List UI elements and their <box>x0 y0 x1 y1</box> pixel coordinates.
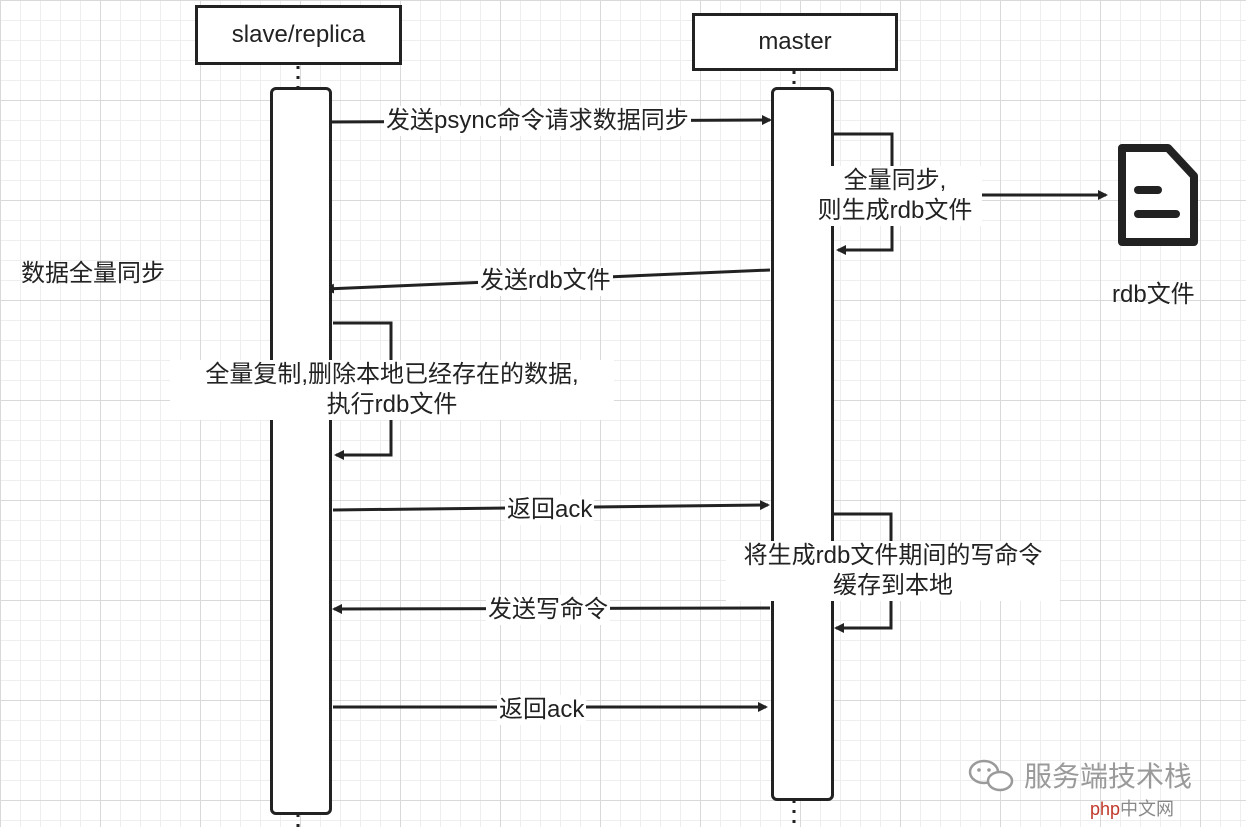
file-document-icon <box>1118 144 1198 246</box>
actor-master: master <box>692 13 898 71</box>
watermark-overlay-red: php <box>1090 799 1121 819</box>
actor-slave-replica: slave/replica <box>195 5 402 65</box>
label-full-copy-line2: 执行rdb文件 <box>326 391 458 418</box>
label-send-rdb: 发送rdb文件 <box>478 266 613 296</box>
label-cache-writes-line2: 缓存到本地 <box>833 572 953 599</box>
label-ack-2: 返回ack <box>497 695 587 725</box>
wechat-icon <box>968 759 1014 792</box>
label-full-copy-line1: 全量复制,删除本地已经存在的数据, <box>205 361 579 388</box>
label-full-sync: 全量同步, 则生成rdb文件 <box>808 166 982 226</box>
watermark-brand: 服务端技术栈 <box>1024 760 1193 793</box>
watermark-overlay-suffix: 中文网 <box>1120 799 1175 819</box>
rdb-file-label: rdb文件 <box>1112 281 1195 308</box>
label-send-write: 发送写命令 <box>486 595 610 625</box>
label-cache-writes-line1: 将生成rdb文件期间的写命令 <box>743 542 1043 569</box>
label-cache-writes: 将生成rdb文件期间的写命令 缓存到本地 <box>726 541 1060 601</box>
slave-activation-bar <box>270 87 332 815</box>
label-full-sync-line2: 则生成rdb文件 <box>817 197 973 224</box>
label-psync: 发送psync命令请求数据同步 <box>384 106 691 136</box>
watermark-overlay: php中文网 <box>1090 795 1174 821</box>
section-label: 数据全量同步 <box>21 260 165 287</box>
label-full-copy: 全量复制,删除本地已经存在的数据, 执行rdb文件 <box>170 360 614 420</box>
label-ack-1: 返回ack <box>505 495 595 525</box>
label-full-sync-line1: 全量同步, <box>843 167 947 194</box>
